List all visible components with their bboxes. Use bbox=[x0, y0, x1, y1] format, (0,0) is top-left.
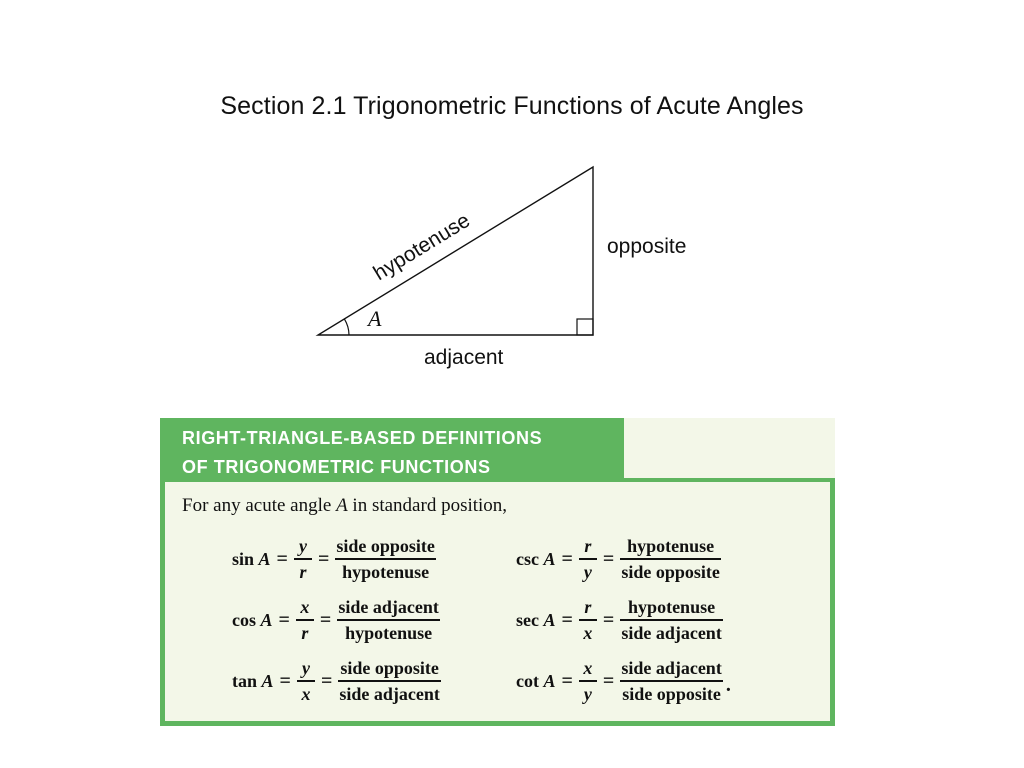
word-fraction: hypotenuse side adjacent bbox=[620, 595, 723, 645]
equals-sign: = bbox=[561, 669, 573, 692]
fraction-bar bbox=[620, 619, 723, 621]
slide-title: Section 2.1 Trigonometric Functions of A… bbox=[220, 92, 804, 120]
right-triangle-diagram bbox=[315, 165, 594, 336]
angle-arc bbox=[343, 318, 350, 336]
fraction-bar bbox=[620, 680, 723, 682]
fraction-bar bbox=[578, 558, 597, 560]
fraction-denominator: r bbox=[299, 561, 307, 582]
definitions-frame-left bbox=[160, 478, 165, 726]
variable-fraction: r y bbox=[578, 534, 597, 584]
word-fraction: side opposite side adjacent bbox=[338, 656, 441, 706]
fraction-bar bbox=[293, 558, 312, 560]
formula-csc: csc A = r y = hypotenuse side opposite bbox=[516, 531, 721, 587]
fraction-bar bbox=[337, 619, 440, 621]
formula-tan: tan A = y x = side opposite side adjacen… bbox=[232, 653, 441, 709]
word-fraction: hypotenuse side opposite bbox=[620, 534, 721, 584]
equals-sign: = bbox=[279, 669, 291, 692]
fraction-denominator: y bbox=[583, 683, 592, 704]
function-name: tan A bbox=[232, 670, 274, 691]
fraction-bar bbox=[295, 619, 314, 621]
fraction-denominator: side adjacent bbox=[339, 683, 440, 704]
variable-fraction: y x bbox=[296, 656, 315, 706]
fraction-denominator: x bbox=[583, 622, 593, 643]
fraction-denominator: hypotenuse bbox=[345, 622, 433, 643]
definitions-title-line-1: RIGHT-TRIANGLE-BASED DEFINITIONS bbox=[182, 428, 543, 448]
variable-fraction: r x bbox=[578, 595, 597, 645]
definitions-panel: RIGHT-TRIANGLE-BASED DEFINITIONS OF TRIG… bbox=[160, 418, 835, 726]
function-name: sin A bbox=[232, 548, 271, 569]
formula-sin: sin A = y r = side opposite hypotenuse bbox=[232, 531, 436, 587]
fraction-numerator: y bbox=[301, 658, 310, 679]
fraction-bar bbox=[335, 558, 436, 560]
definitions-header: RIGHT-TRIANGLE-BASED DEFINITIONS OF TRIG… bbox=[160, 418, 624, 482]
definitions-frame-right bbox=[830, 478, 835, 726]
word-fraction: side adjacent hypotenuse bbox=[337, 595, 440, 645]
formula-sec: sec A = r x = hypotenuse side adjacent bbox=[516, 592, 723, 648]
function-name: sec A bbox=[516, 609, 556, 630]
fraction-numerator: hypotenuse bbox=[628, 597, 716, 618]
fraction-numerator: side adjacent bbox=[621, 658, 722, 679]
equals-sign: = bbox=[278, 608, 290, 631]
definitions-title-line-2: OF TRIGONOMETRIC FUNCTIONS bbox=[182, 457, 491, 477]
definitions-frame-bottom bbox=[160, 721, 835, 726]
equals-sign: = bbox=[602, 608, 615, 631]
fraction-denominator: x bbox=[301, 683, 311, 704]
formula-cos: cos A = x r = side adjacent hypotenuse bbox=[232, 592, 440, 648]
fraction-denominator: side opposite bbox=[621, 561, 720, 582]
fraction-denominator: side opposite bbox=[622, 683, 721, 704]
fraction-numerator: side adjacent bbox=[338, 597, 439, 618]
equals-sign: = bbox=[276, 547, 288, 570]
fraction-bar bbox=[620, 558, 721, 560]
fraction-bar bbox=[578, 680, 597, 682]
function-name: cos A bbox=[232, 609, 273, 630]
definitions-intro: For any acute angle A in standard positi… bbox=[182, 495, 508, 516]
equals-sign: = bbox=[317, 547, 330, 570]
equals-sign: = bbox=[561, 608, 573, 631]
equals-sign: = bbox=[320, 669, 333, 692]
fraction-numerator: hypotenuse bbox=[627, 536, 715, 557]
equals-sign: = bbox=[319, 608, 332, 631]
fraction-bar bbox=[296, 680, 315, 682]
equals-sign: = bbox=[602, 669, 615, 692]
fraction-numerator: r bbox=[584, 597, 592, 618]
right-angle-marker bbox=[576, 318, 594, 336]
fraction-numerator: y bbox=[298, 536, 307, 557]
definitions-header-rule bbox=[624, 478, 835, 482]
fraction-denominator: y bbox=[583, 561, 592, 582]
sentence-period: . bbox=[725, 674, 731, 696]
equals-sign: = bbox=[561, 547, 573, 570]
word-fraction: side adjacent side opposite bbox=[620, 656, 723, 706]
fraction-denominator: r bbox=[301, 622, 309, 643]
fraction-numerator: side opposite bbox=[336, 536, 435, 557]
fraction-denominator: hypotenuse bbox=[342, 561, 430, 582]
fraction-numerator: r bbox=[584, 536, 592, 557]
fraction-denominator: side adjacent bbox=[621, 622, 722, 643]
function-name: cot A bbox=[516, 670, 556, 691]
fraction-numerator: x bbox=[300, 597, 310, 618]
triangle-outline bbox=[315, 165, 594, 336]
function-name: csc A bbox=[516, 548, 556, 569]
opposite-label: opposite bbox=[607, 235, 687, 258]
variable-fraction: x y bbox=[578, 656, 597, 706]
fraction-numerator: side opposite bbox=[340, 658, 439, 679]
formula-cot: cot A = x y = side adjacent side opposit… bbox=[516, 653, 731, 709]
fraction-bar bbox=[578, 619, 597, 621]
angle-label: A bbox=[368, 306, 382, 331]
variable-fraction: x r bbox=[295, 595, 314, 645]
word-fraction: side opposite hypotenuse bbox=[335, 534, 436, 584]
variable-fraction: y r bbox=[293, 534, 312, 584]
fraction-bar bbox=[338, 680, 441, 682]
adjacent-label: adjacent bbox=[424, 346, 504, 369]
fraction-numerator: x bbox=[583, 658, 593, 679]
equals-sign: = bbox=[602, 547, 615, 570]
